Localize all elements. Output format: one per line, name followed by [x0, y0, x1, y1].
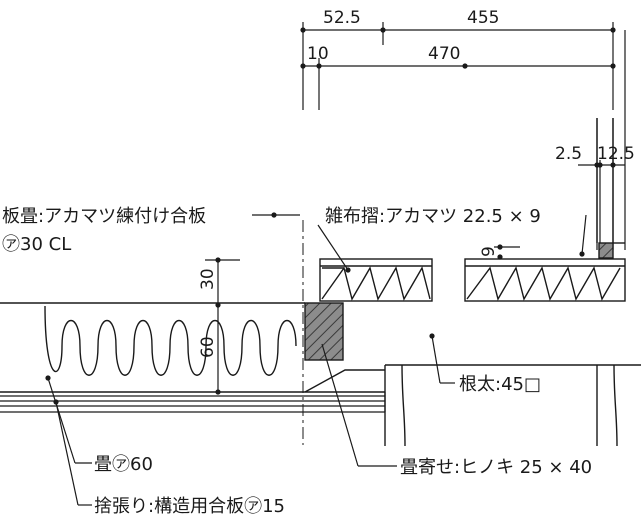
label-sleeper: 根太:45□ — [459, 374, 541, 395]
dim-top-right: 455 — [467, 8, 499, 28]
vertical-dimension-line — [205, 246, 520, 392]
tatami — [0, 302, 385, 393]
dim-second-left: 10 — [307, 44, 329, 64]
label-floor-board-thickness: ㋐30 CL — [2, 234, 71, 255]
edge-strip — [598, 242, 625, 259]
dim-vertical-30: 30 — [198, 268, 218, 290]
dim-second-right: 470 — [428, 44, 460, 64]
sleeper — [384, 364, 618, 447]
dim-right-a: 2.5 — [555, 144, 582, 164]
dim-right-b: 12.5 — [597, 144, 635, 164]
label-edge-strip: 雑布摺:アカマツ 22.5 × 9 — [325, 206, 541, 227]
dim-top-left: 52.5 — [323, 8, 361, 28]
label-tatami-stop: 畳寄せ:ヒノキ 25 × 40 — [400, 457, 592, 478]
label-floor-board: 板畳:アカマツ練付け合板 — [2, 206, 206, 227]
subfloor — [0, 392, 386, 413]
label-tatami: 畳㋐60 — [94, 454, 153, 475]
dim-small-9: 9 — [479, 246, 499, 257]
floor-board — [319, 258, 626, 302]
wall-lines — [596, 118, 614, 243]
dim-vertical-60: 60 — [198, 336, 218, 358]
label-subfloor: 捨張り:構造用合板㋐15 — [94, 496, 285, 517]
leader-lines — [47, 214, 587, 506]
